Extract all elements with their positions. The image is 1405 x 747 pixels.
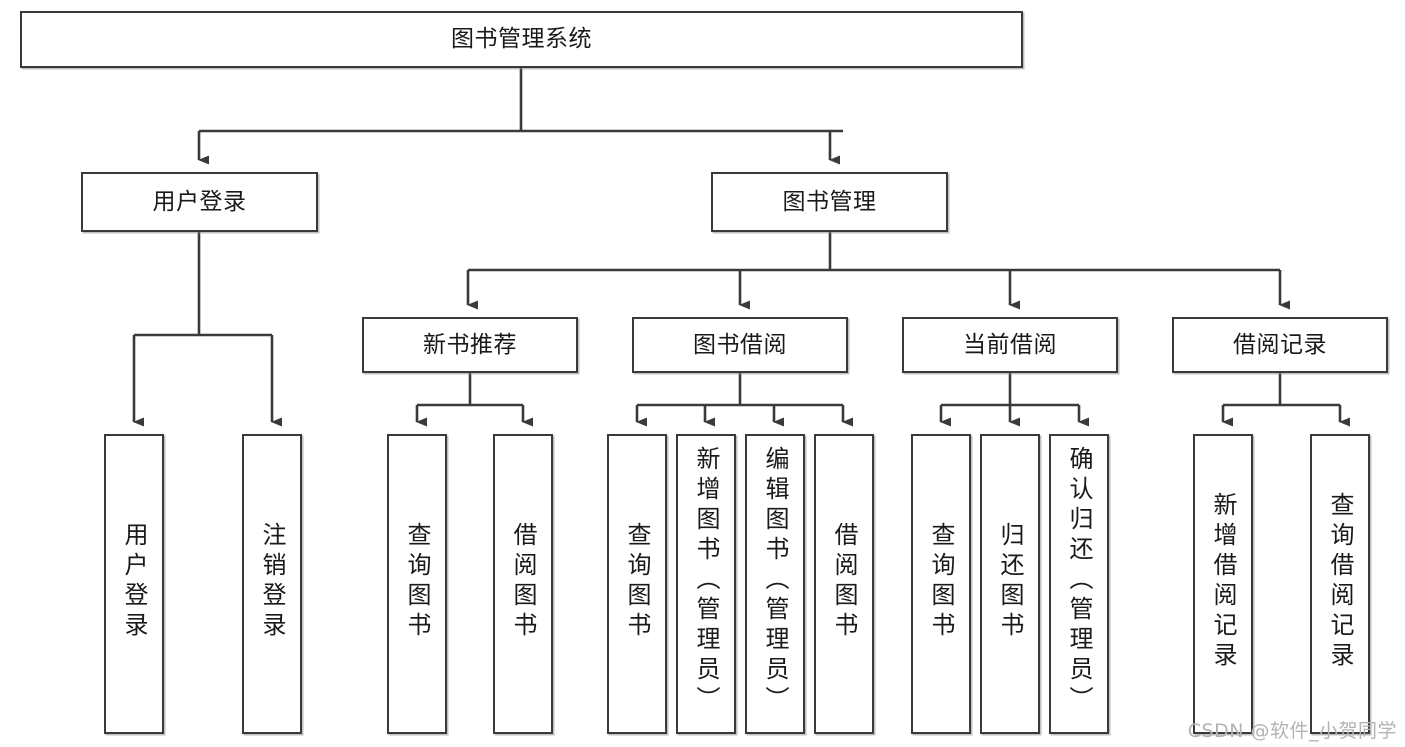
- node-label: 新增借阅记录: [1209, 492, 1237, 672]
- leaf-bookborrow-edit-book-admin[interactable]: 编辑图书（管理员）: [745, 434, 805, 734]
- leaf-currentborrow-confirm-return-admin[interactable]: 确认归还（管理员）: [1049, 434, 1109, 734]
- leaf-user-logout[interactable]: 注销登录: [242, 434, 302, 734]
- node-label: 查询图书: [403, 522, 431, 642]
- node-label: 图书管理: [782, 188, 877, 215]
- leaf-bookborrow-add-book-admin[interactable]: 新增图书（管理员）: [676, 434, 736, 734]
- node-book-management[interactable]: 图书管理: [711, 172, 948, 232]
- node-label: 新书推荐: [423, 331, 517, 358]
- leaf-newbook-borrow-book[interactable]: 借阅图书: [493, 434, 553, 734]
- node-label: 当前借阅: [963, 331, 1057, 358]
- leaf-borrowrecord-add-record[interactable]: 新增借阅记录: [1193, 434, 1253, 734]
- node-label: 编辑图书（管理员）: [761, 446, 789, 716]
- node-borrow-record[interactable]: 借阅记录: [1172, 317, 1388, 373]
- node-label: 图书管理系统: [451, 26, 592, 53]
- node-label: 用户登录: [152, 188, 247, 215]
- node-label: 确认归还（管理员）: [1065, 446, 1093, 716]
- leaf-bookborrow-query-book[interactable]: 查询图书: [607, 434, 667, 734]
- node-current-borrow[interactable]: 当前借阅: [902, 317, 1118, 373]
- node-label: 归还图书: [996, 522, 1024, 642]
- node-label: 借阅图书: [830, 522, 858, 642]
- node-label: 注销登录: [258, 522, 286, 642]
- node-label: 借阅记录: [1233, 331, 1327, 358]
- node-label: 借阅图书: [509, 522, 537, 642]
- leaf-currentborrow-return-book[interactable]: 归还图书: [980, 434, 1040, 734]
- node-label: 查询借阅记录: [1326, 492, 1354, 672]
- leaf-newbook-query-book[interactable]: 查询图书: [387, 434, 447, 734]
- node-root-system[interactable]: 图书管理系统: [20, 11, 1023, 68]
- leaf-user-login[interactable]: 用户登录: [104, 434, 164, 734]
- leaf-borrowrecord-query-record[interactable]: 查询借阅记录: [1310, 434, 1370, 734]
- node-label: 查询图书: [927, 522, 955, 642]
- node-label: 新增图书（管理员）: [692, 446, 720, 716]
- node-user-login[interactable]: 用户登录: [81, 172, 318, 232]
- node-book-borrow[interactable]: 图书借阅: [632, 317, 848, 373]
- node-label: 查询图书: [623, 522, 651, 642]
- node-label: 用户登录: [120, 522, 148, 642]
- node-label: 图书借阅: [693, 331, 787, 358]
- leaf-currentborrow-query-book[interactable]: 查询图书: [911, 434, 971, 734]
- leaf-bookborrow-borrow-book[interactable]: 借阅图书: [814, 434, 874, 734]
- node-new-book-recommend[interactable]: 新书推荐: [362, 317, 578, 373]
